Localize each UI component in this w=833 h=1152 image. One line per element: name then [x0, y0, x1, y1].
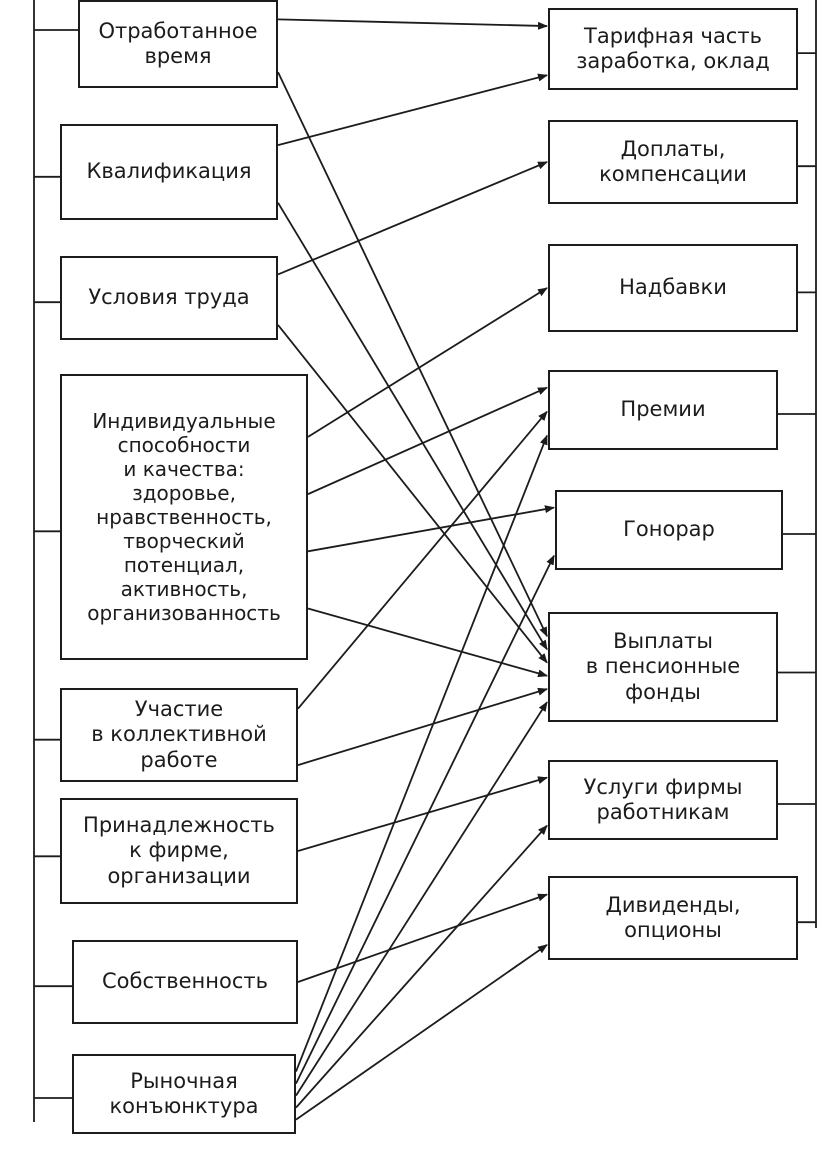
- outcome-dividends-options: Дивиденды, опционы: [548, 876, 798, 960]
- factor-company-affiliation: Принадлежность к фирме, организации: [60, 798, 298, 904]
- connector-arrow-f6-o7: [297, 776, 548, 852]
- connector-arrow-f1-o1: [277, 18, 548, 30]
- outcome-tariff-salary: Тарифная часть заработка, оклад: [548, 8, 798, 90]
- connector-arrow-f4-o3: [307, 287, 548, 438]
- connector-arrow-f4-o4: [307, 386, 548, 495]
- connector-arrow-f4-o6: [307, 607, 548, 678]
- connector-arrow-f7-o8: [297, 893, 548, 983]
- connector-arrow-f3-o2: [277, 161, 548, 276]
- connector-arrow-f8-o8: [295, 944, 548, 1121]
- connector-arrow-f3-o6: [277, 324, 548, 664]
- outcome-allowances: Надбавки: [548, 244, 798, 332]
- factor-qualification: Квалификация: [60, 124, 278, 220]
- factor-working-conditions: Условия труда: [60, 256, 278, 340]
- factor-market-conditions: Рыночная конъюнктура: [72, 1054, 296, 1134]
- connector-arrow-f8-o4: [295, 434, 548, 1072]
- connector-arrow-f8-o5: [295, 554, 555, 1084]
- factor-collective-work: Участие в коллективной работе: [60, 688, 298, 782]
- connector-arrow-f4-o5: [307, 505, 555, 553]
- outcome-surcharges: Доплаты, компенсации: [548, 120, 798, 204]
- connector-arrow-f1-o6: [277, 71, 548, 638]
- factor-individual-abilities: Индивидуальные способности и качества: з…: [60, 374, 308, 660]
- outcome-pension-payments: Выплаты в пенсионные фонды: [548, 612, 778, 722]
- connector-arrow-f8-o6: [295, 701, 548, 1097]
- connector-arrow-f8-o7: [295, 824, 548, 1109]
- connector-arrow-f2-o6: [277, 202, 548, 651]
- connector-arrow-f2-o1: [277, 73, 548, 146]
- outcome-bonuses: Премии: [548, 370, 778, 450]
- outcome-fee: Гонорар: [555, 490, 783, 570]
- factor-ownership: Собственность: [72, 940, 298, 1024]
- outcome-company-services: Услуги фирмы работникам: [548, 760, 778, 840]
- connector-arrow-f5-o4: [297, 410, 548, 710]
- connector-arrow-f5-o6: [297, 687, 548, 766]
- factor-worked-time: Отработанное время: [78, 0, 278, 88]
